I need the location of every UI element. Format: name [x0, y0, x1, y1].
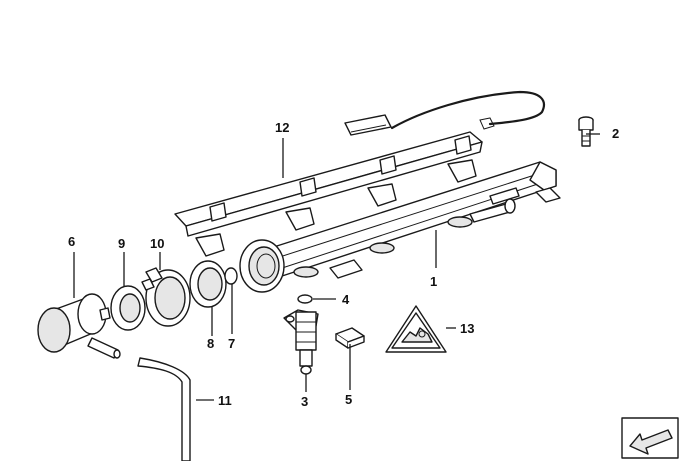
seal-ring-part-9[interactable] — [110, 285, 146, 331]
o-ring-part-4[interactable] — [297, 294, 313, 304]
arrow-corner-icon[interactable] — [621, 417, 679, 459]
callout-11: 11 — [218, 393, 232, 408]
callout-12: 12 — [275, 120, 289, 135]
callout-9: 9 — [118, 236, 125, 251]
fuel-injector-part-3[interactable] — [283, 309, 319, 375]
callout-1: 1 — [430, 274, 437, 289]
callout-10: 10 — [150, 236, 164, 251]
seal-ring-part-8[interactable] — [189, 260, 227, 308]
callout-7: 7 — [228, 336, 235, 351]
cable-duct-part-12[interactable] — [174, 90, 546, 257]
hose-clamp-part-10[interactable] — [141, 267, 191, 327]
pressure-regulator-part-6[interactable] — [37, 293, 121, 359]
callout-6: 6 — [68, 234, 75, 249]
fuel-rail-part-1[interactable] — [239, 161, 561, 293]
o-ring-part-7[interactable] — [224, 267, 238, 285]
callout-3: 3 — [301, 394, 308, 409]
callout-4: 4 — [342, 292, 350, 307]
callout-labels: 12 2 1 4 3 5 6 9 10 8 7 11 13 — [68, 120, 619, 409]
callout-5: 5 — [345, 392, 352, 407]
clip-part-5[interactable] — [335, 327, 365, 349]
bolt-part-2[interactable] — [578, 116, 594, 147]
warning-label-part-13[interactable] — [385, 305, 447, 353]
fuel-hose-part-11[interactable] — [137, 357, 191, 461]
callout-8: 8 — [207, 336, 214, 351]
callout-2: 2 — [612, 126, 619, 141]
leader-lines — [73, 133, 600, 401]
callout-13: 13 — [460, 321, 474, 336]
